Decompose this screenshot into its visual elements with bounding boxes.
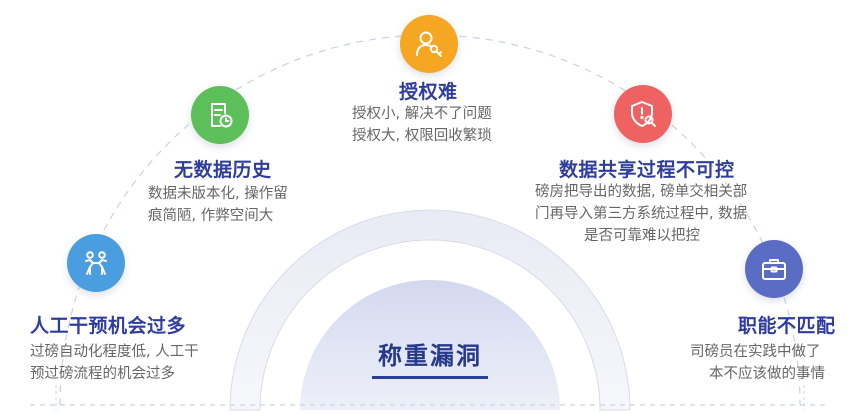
history-title: 无数据历史 — [174, 159, 272, 181]
role-desc-line-1: 司磅员在实践中做了 — [690, 344, 821, 360]
share-desc-line-1: 磅房把导出的数据, 磅单交相关部 — [535, 184, 748, 200]
role-title: 职能不匹配 — [738, 315, 836, 337]
inner-semicircle — [300, 280, 560, 410]
manual-desc-line-1: 过磅自动化程度低, 人工干 — [30, 344, 199, 360]
history-desc-line-1: 数据未版本化, 操作留 — [148, 186, 288, 202]
shield-search-icon — [614, 85, 672, 143]
briefcase-icon — [745, 240, 803, 298]
outer-dashed-arc — [59, 34, 801, 406]
auth-title: 授权难 — [399, 81, 458, 103]
share-desc-line-2: 门再导入第三方系统过程中, 数据 — [535, 206, 748, 222]
manual-desc-line-2: 预过磅流程的机会过多 — [30, 366, 175, 382]
center-title: 称重漏洞 — [378, 342, 482, 370]
outer-ring — [229, 209, 631, 411]
people-icon — [67, 234, 125, 292]
user-key-icon — [400, 15, 458, 73]
share-desc-line-3: 是否可靠难以把控 — [584, 228, 700, 244]
role-desc-line-2: 本不应该做的事情 — [709, 366, 825, 382]
history-desc-line-2: 痕简陋, 作弊空间大 — [148, 208, 274, 224]
manual-title: 人工干预机会过多 — [30, 315, 187, 337]
center-underline — [372, 376, 488, 379]
auth-desc-line-2: 授权大, 权限回收繁琐 — [352, 128, 492, 144]
auth-desc-line-1: 授权小, 解决不了问题 — [352, 106, 492, 122]
document-clock-icon — [191, 86, 249, 144]
share-title: 数据共享过程不可控 — [559, 159, 735, 181]
